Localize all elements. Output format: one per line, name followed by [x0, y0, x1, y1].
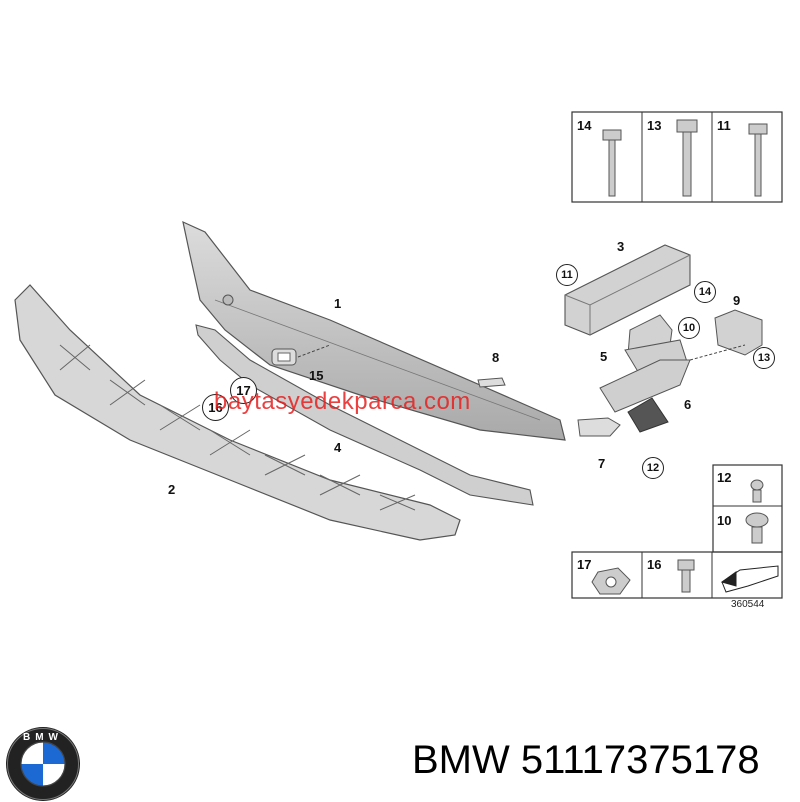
circled-callout-17: 17 [230, 377, 257, 404]
callout-4: 4 [334, 440, 342, 455]
part-number-text: BMW 51117375178 [412, 738, 760, 782]
circled-callout-16: 16 [202, 394, 229, 421]
screw-16 [677, 559, 695, 593]
box-label-12: 12 [717, 470, 732, 485]
bumper-carrier-beam [182, 220, 566, 441]
circled-callout-13: 13 [753, 347, 775, 369]
box-label-16: 16 [647, 557, 662, 572]
clip-8 [477, 377, 506, 388]
box-label-11: 11 [717, 118, 731, 133]
clip-7 [577, 417, 621, 437]
bolt-13 [676, 119, 698, 197]
watermark-text: baytasyedekparca.com [214, 388, 471, 415]
callout-8: 8 [492, 350, 500, 365]
bolt-11 [748, 123, 768, 197]
callout-7: 7 [598, 456, 606, 471]
reinforcement-strip [195, 324, 534, 506]
box-label-14: 14 [577, 118, 592, 133]
callout-15: 15 [309, 368, 324, 383]
callout-6: 6 [684, 397, 692, 412]
bracket-3 [564, 244, 691, 336]
top-parts-box [571, 111, 783, 203]
clip-part-12 [750, 479, 764, 503]
callout-5: 5 [600, 349, 608, 364]
nut-part-10 [745, 512, 769, 544]
callout-2: 2 [168, 482, 176, 497]
bracket-9 [714, 309, 763, 356]
callout-9: 9 [733, 293, 741, 308]
reference-number: 360544 [731, 599, 765, 610]
box-label-13: 13 [647, 118, 662, 133]
circled-callout-14: 14 [694, 281, 716, 303]
arrow-symbol [720, 565, 779, 593]
circled-callout-12: 12 [642, 457, 664, 479]
bmw-logo: BMW [6, 727, 80, 801]
bmw-logo-letters: BMW [23, 732, 63, 743]
circled-callout-10: 10 [678, 317, 700, 339]
lattice-absorber [14, 284, 461, 541]
bottom-parts-box [571, 551, 783, 599]
box-label-17: 17 [577, 557, 592, 572]
callout-1: 1 [334, 296, 342, 311]
callout-3: 3 [617, 239, 625, 254]
bolt-14 [602, 129, 622, 197]
wedge-6 [627, 397, 669, 433]
box-label-10: 10 [717, 513, 732, 528]
circled-callout-11: 11 [556, 264, 578, 286]
bracket-lower [599, 359, 691, 413]
flange-nut-17 [591, 567, 631, 595]
